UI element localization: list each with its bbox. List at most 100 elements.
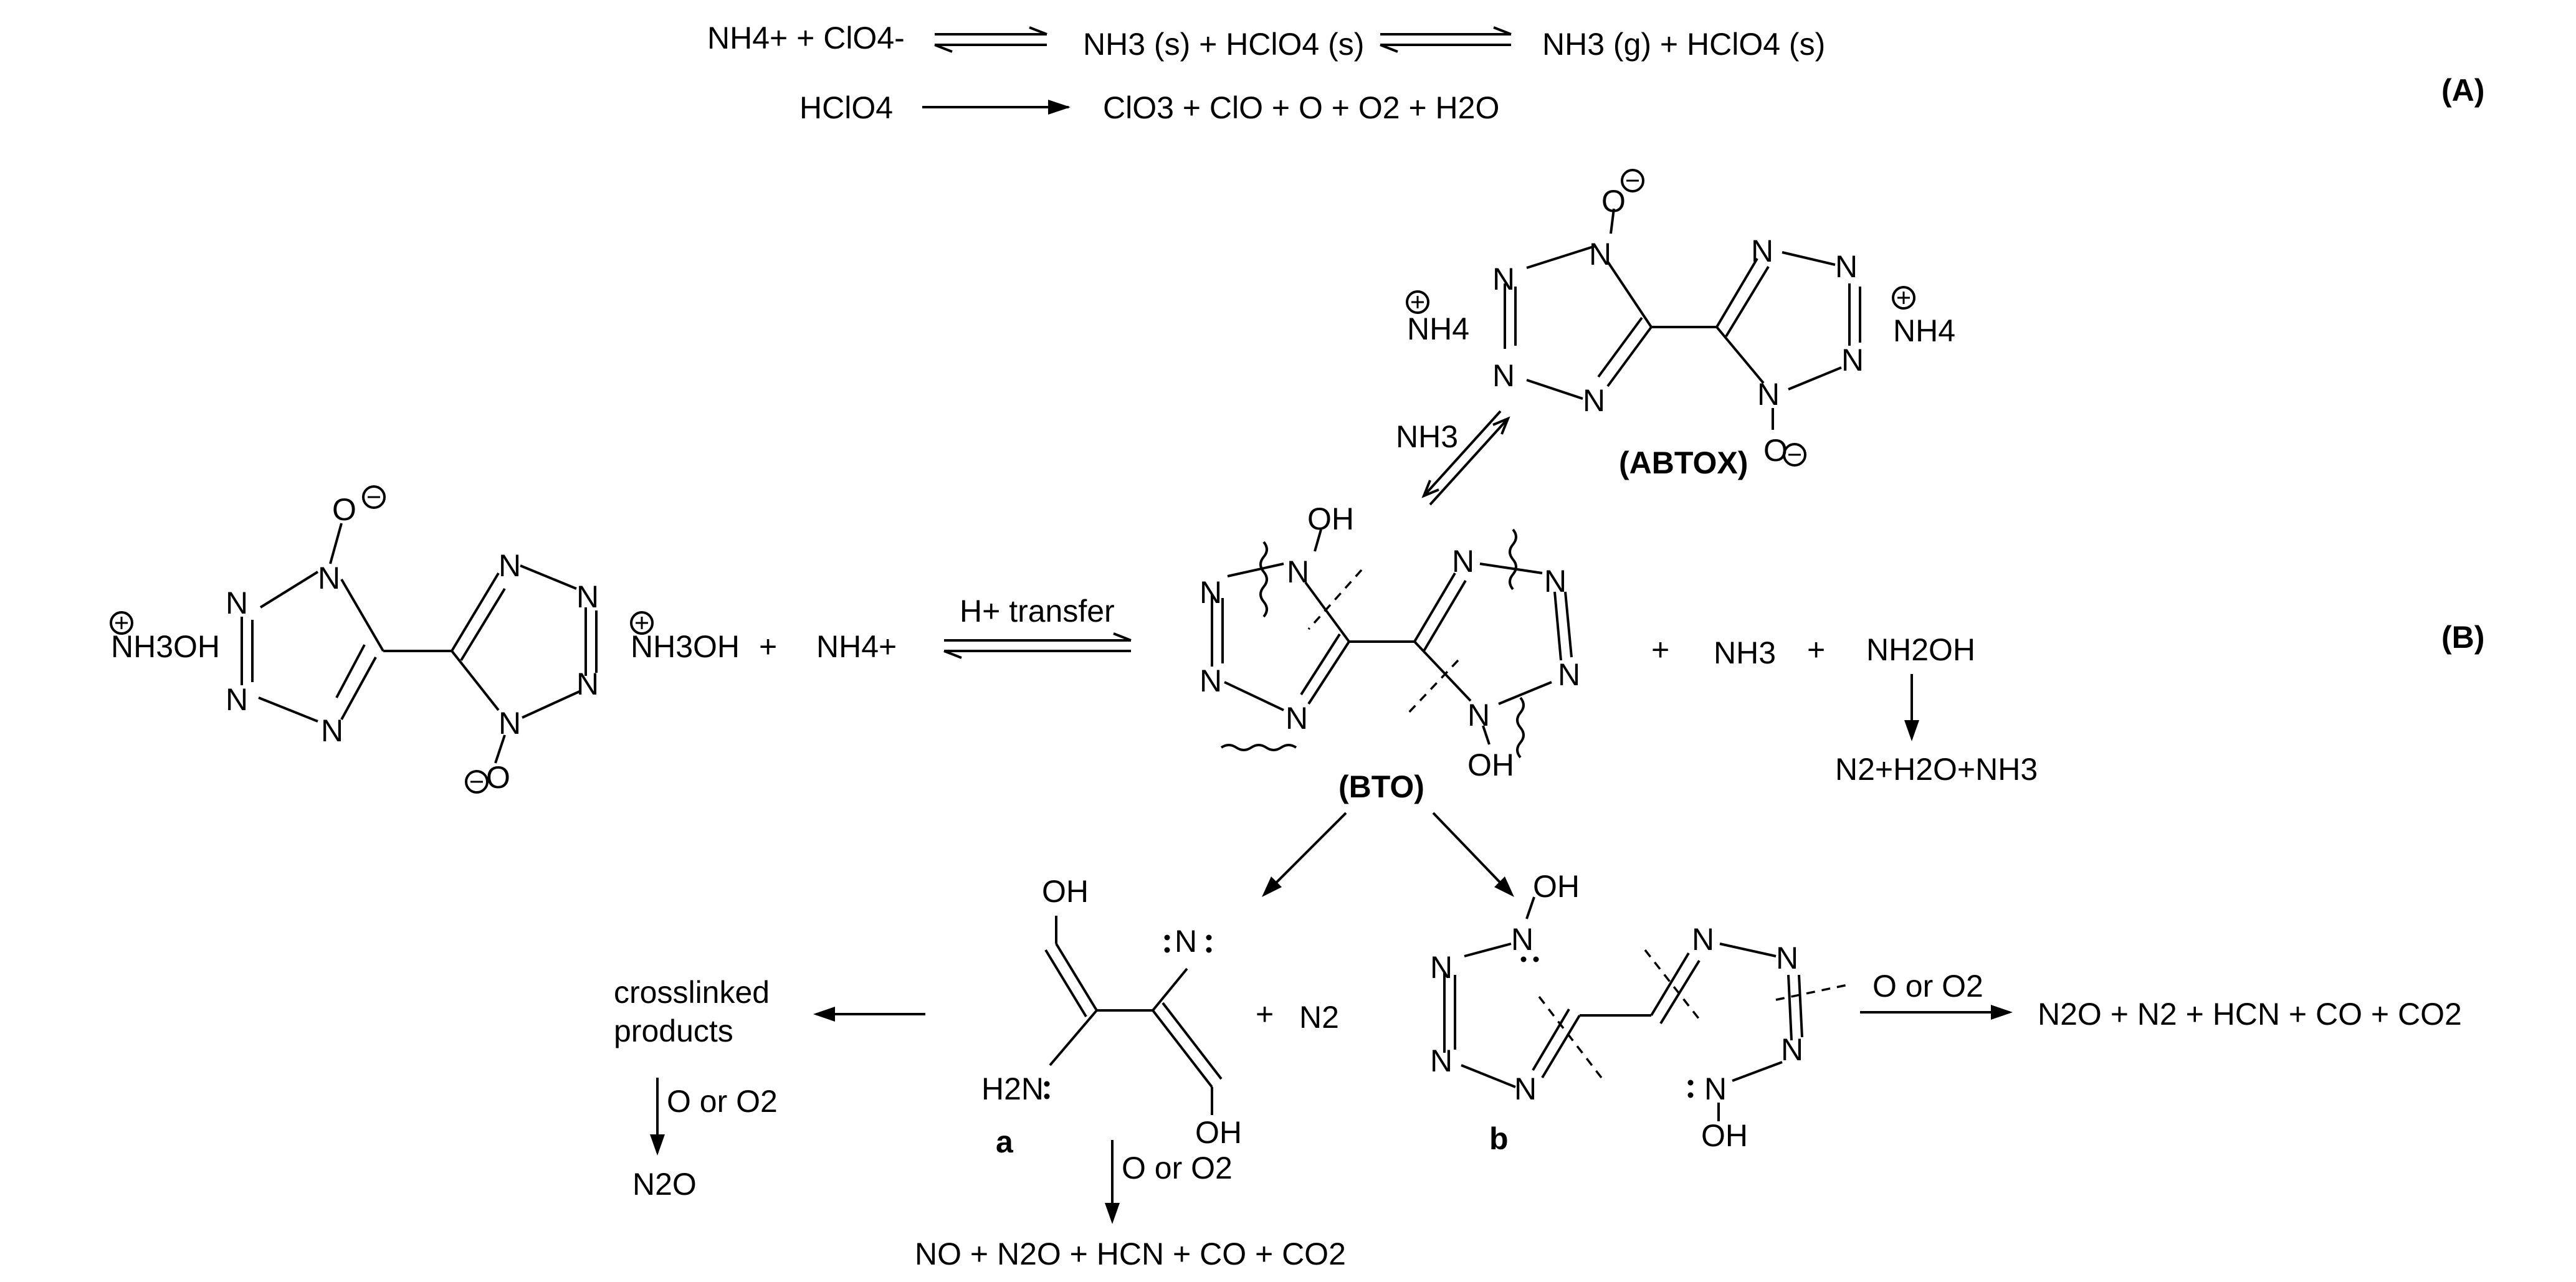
reactant-hatx: N N N N O N N N N O NH3OH NH3OH xyxy=(110,485,740,795)
atom-n: N xyxy=(1200,575,1222,610)
atom-n: N xyxy=(1781,1032,1803,1067)
intermediate-a: OH N H2N OH a xyxy=(981,874,1242,1159)
atom-n: N xyxy=(1511,922,1534,957)
a-products: NO + N2O + HCN + CO + CO2 xyxy=(915,1237,1346,1271)
lone-pair-dot xyxy=(1164,947,1170,953)
reaction-arrow-icon xyxy=(1105,1140,1120,1224)
crosslinked-label: crosslinked xyxy=(614,975,770,1010)
plus-n2: N2 xyxy=(1299,1000,1339,1035)
abtox-structure: N N N N O N N N N O NH4 NH4 (ABTOX) xyxy=(1406,169,1955,480)
equilibrium-arrow-icon xyxy=(1380,26,1512,53)
positive-charge-icon xyxy=(630,611,654,635)
lone-pair-dot xyxy=(1044,1081,1050,1087)
oxidant-label: O or O2 xyxy=(667,1084,778,1119)
atom-n: N xyxy=(1841,343,1864,377)
lone-pair-dot xyxy=(1687,1080,1694,1086)
positive-charge-icon xyxy=(110,611,133,635)
atom-n: N xyxy=(1175,924,1197,959)
atom-n: N xyxy=(1583,383,1605,418)
atom-n: N xyxy=(1467,698,1490,733)
plus-nh4: NH4+ xyxy=(816,629,897,664)
atom-n: N xyxy=(1287,554,1309,589)
wavy-cleavage-icon xyxy=(1516,696,1525,759)
atom-n: N xyxy=(321,713,343,748)
atom-n: N xyxy=(1704,1071,1727,1106)
cation-label: NH3OH xyxy=(111,629,220,664)
intermediate-b: N N N N OH N N N N OH b xyxy=(1430,869,1851,1156)
atom-n: N xyxy=(1514,1071,1537,1106)
reaction-arrow-icon xyxy=(1904,674,1919,741)
atom-oh: OH xyxy=(1195,1115,1242,1150)
atom-oh: OH xyxy=(1042,874,1089,909)
a-eq2-right: ClO3 + ClO + O + O2 + H2O xyxy=(1103,90,1499,125)
wavy-cleavage-icon xyxy=(1509,528,1517,591)
label-a: (A) xyxy=(2441,73,2484,108)
atom-n: N xyxy=(1492,262,1515,297)
equilibrium-arrow-icon xyxy=(1421,410,1510,506)
atom-n: N xyxy=(576,667,599,701)
atom-n: N xyxy=(1200,663,1222,698)
wavy-cleavage-icon xyxy=(1259,541,1268,618)
a-eq2-left: HClO4 xyxy=(799,90,893,125)
atom-n: N xyxy=(1776,941,1798,976)
negative-charge-icon xyxy=(1783,443,1806,467)
lone-pair-dot xyxy=(1533,956,1539,962)
atom-n: N xyxy=(1558,657,1580,692)
abtox-label: (ABTOX) xyxy=(1619,445,1748,480)
atom-oh: OH xyxy=(1307,501,1354,536)
atom-o: O xyxy=(486,760,510,795)
oxidant-label: O or O2 xyxy=(1122,1151,1233,1185)
cation-label: NH3OH xyxy=(631,629,740,664)
reaction-arrow-icon xyxy=(922,100,1071,115)
positive-charge-icon xyxy=(1892,286,1915,310)
bto-structure: N N N N OH N N N N OH (BTO) xyxy=(1200,501,1580,804)
nh2oh-products: N2+H2O+NH3 xyxy=(1835,752,2038,787)
abtox-cation: NH4 xyxy=(1407,311,1469,346)
reaction-arrow-icon xyxy=(650,1078,665,1156)
atom-o: O xyxy=(1601,184,1626,219)
reaction-arrow-icon xyxy=(813,1007,925,1022)
atom-n: N xyxy=(226,586,248,620)
negative-charge-icon xyxy=(362,485,386,509)
abtox-cation: NH4 xyxy=(1893,313,1955,348)
atom-n: N xyxy=(576,579,599,614)
intermediate-b-label: b xyxy=(1489,1121,1509,1156)
atom-oh: OH xyxy=(1533,869,1580,904)
plus-sign: + xyxy=(1256,997,1274,1032)
atom-h2n: H2N xyxy=(981,1071,1044,1106)
lone-pair-dot xyxy=(1687,1092,1694,1098)
oxidant-label: O or O2 xyxy=(1872,969,1983,1004)
plus-sign: + xyxy=(1807,632,1825,667)
plus-sign: + xyxy=(759,629,777,664)
atom-oh: OH xyxy=(1467,748,1514,782)
a-eq1-right: NH3 (g) + HClO4 (s) xyxy=(1542,27,1825,62)
atom-n: N xyxy=(1544,564,1567,599)
atom-oh: OH xyxy=(1701,1118,1748,1153)
equilibrium-arrow-icon xyxy=(943,632,1132,659)
atom-n: N xyxy=(499,706,521,741)
reaction-arrow-icon xyxy=(1432,812,1514,897)
label-b: (B) xyxy=(2441,620,2484,655)
atom-n: N xyxy=(1430,1043,1453,1078)
bto-label: (BTO) xyxy=(1338,769,1424,804)
wavy-cleavage-icon xyxy=(1220,744,1297,751)
byproduct-nh3: NH3 xyxy=(1714,635,1776,670)
scission-line xyxy=(1775,983,1851,1001)
atom-n: N xyxy=(1835,249,1858,284)
b-products: N2O + N2 + HCN + CO + CO2 xyxy=(2038,997,2462,1032)
lone-pair-dot xyxy=(1206,934,1212,941)
equilibrium-arrow-icon xyxy=(934,26,1047,53)
atom-n: N xyxy=(1286,701,1308,736)
a-eq1-mid: NH3 (s) + HClO4 (s) xyxy=(1083,27,1364,62)
plus-sign: + xyxy=(1651,632,1669,667)
scission-line xyxy=(1404,659,1459,718)
scission-line xyxy=(1538,995,1603,1079)
atom-n: N xyxy=(1692,922,1714,957)
atom-n: N xyxy=(1751,234,1773,268)
reaction-arrow-icon xyxy=(1262,812,1347,897)
crosslinked-label: products xyxy=(614,1014,733,1048)
atom-n: N xyxy=(499,548,521,583)
atom-o: O xyxy=(332,492,356,527)
